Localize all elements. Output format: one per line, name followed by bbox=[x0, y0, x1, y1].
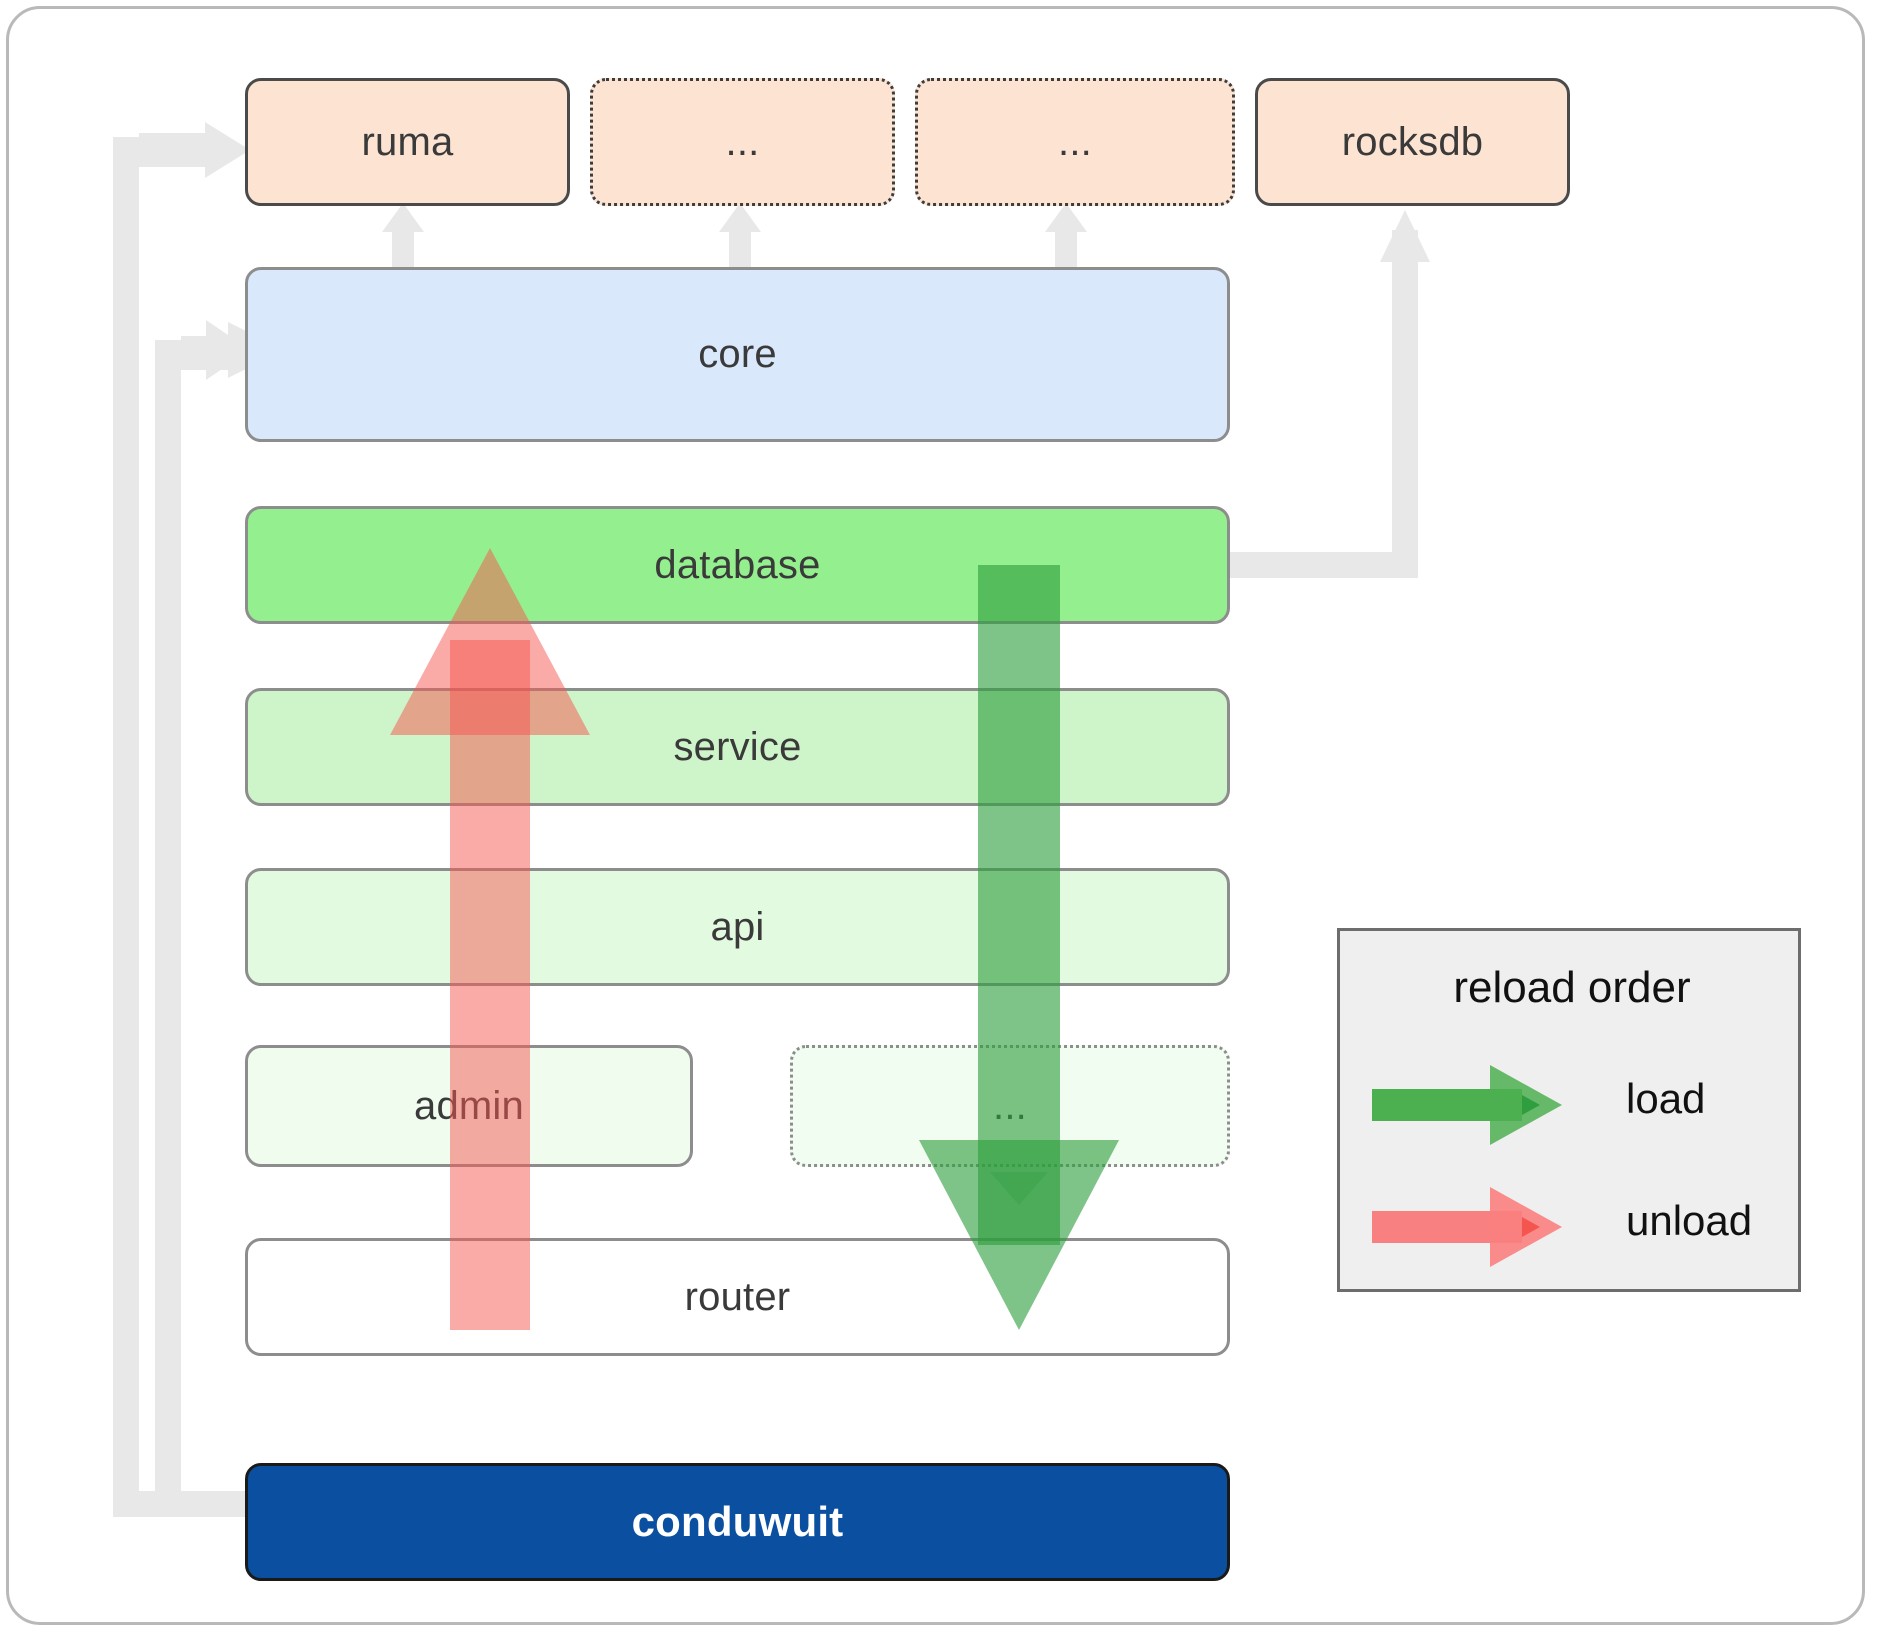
diagram-frame bbox=[6, 6, 1865, 1625]
layer-node-api[interactable]: api bbox=[245, 868, 1230, 986]
dependency-label: ... bbox=[725, 119, 760, 164]
layer-label: core bbox=[698, 332, 777, 376]
dependency-node-rocksdb[interactable]: rocksdb bbox=[1255, 78, 1570, 206]
layer-label: ... bbox=[993, 1083, 1027, 1128]
layer-label: service bbox=[673, 724, 802, 769]
layer-node-admin[interactable]: admin bbox=[245, 1045, 693, 1167]
legend-title: reload order bbox=[1453, 963, 1691, 1012]
legend-row-load: load bbox=[1340, 1059, 1804, 1149]
dependency-node-ruma[interactable]: ruma bbox=[245, 78, 570, 206]
legend-label-unload: unload bbox=[1626, 1197, 1753, 1244]
layer-label: router bbox=[684, 1274, 791, 1319]
dependency-node-more-2[interactable]: ... bbox=[915, 78, 1235, 206]
dependency-label: rocksdb bbox=[1341, 119, 1484, 164]
binary-label: conduwuit bbox=[631, 1498, 844, 1545]
layer-label: api bbox=[710, 904, 765, 949]
legend-label-load: load bbox=[1626, 1075, 1706, 1122]
dependency-node-more-1[interactable]: ... bbox=[590, 78, 895, 206]
binary-node-conduwuit[interactable]: conduwuit bbox=[245, 1463, 1230, 1581]
layer-node-database[interactable]: database bbox=[245, 506, 1230, 624]
layer-node-service[interactable]: service bbox=[245, 688, 1230, 806]
legend-row-unload: unload bbox=[1340, 1181, 1804, 1271]
layer-label: admin bbox=[414, 1083, 524, 1128]
layer-node-more[interactable]: ... bbox=[790, 1045, 1230, 1167]
legend-panel: reload order load unload bbox=[1337, 928, 1801, 1292]
unload-arrow-icon bbox=[1372, 1187, 1562, 1267]
layer-node-core[interactable]: core bbox=[245, 267, 1230, 442]
load-arrow-icon bbox=[1372, 1065, 1562, 1145]
layer-node-router[interactable]: router bbox=[245, 1238, 1230, 1356]
dependency-label: ruma bbox=[361, 119, 454, 164]
dependency-label: ... bbox=[1058, 119, 1092, 164]
layer-label: database bbox=[654, 542, 821, 587]
